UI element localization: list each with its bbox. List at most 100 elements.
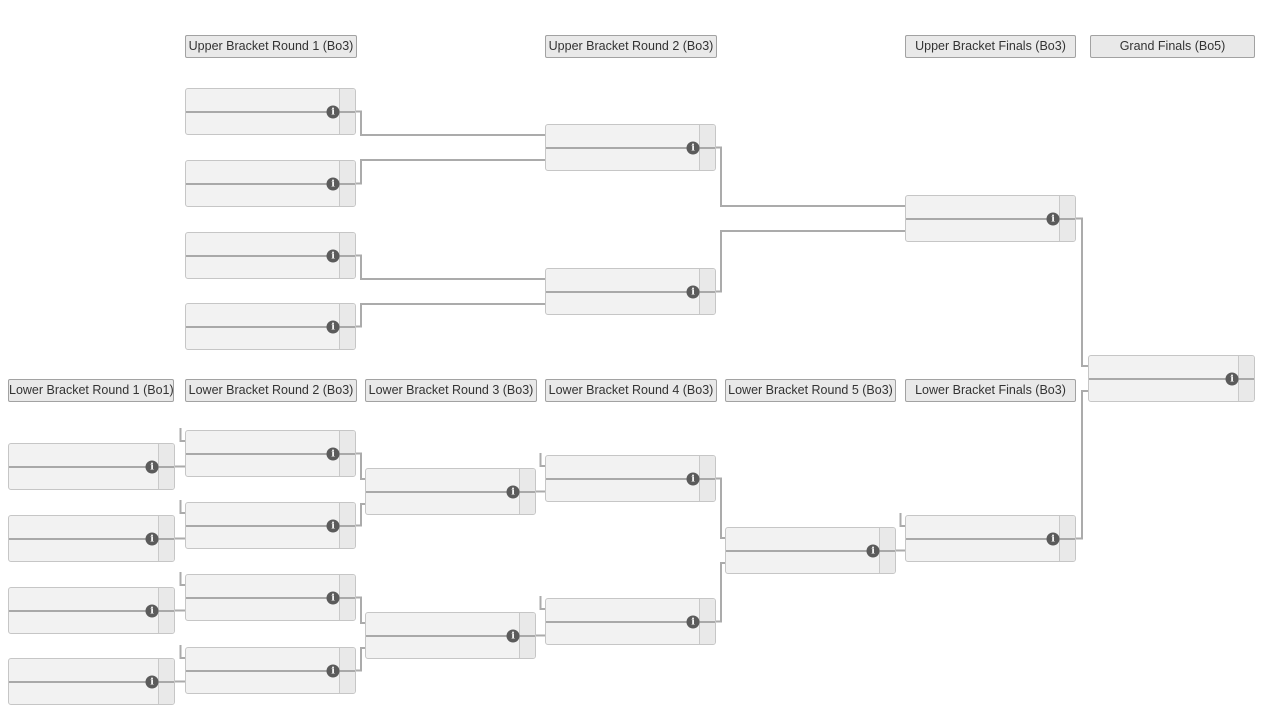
match-info-icon[interactable]: i (326, 320, 340, 333)
team-slot-bottom (546, 480, 699, 502)
team-slot-bottom (186, 672, 339, 694)
match-divider (546, 620, 715, 623)
match-lb-r4-m2: i (545, 598, 716, 645)
team-slot-top (186, 304, 339, 326)
match-info-icon[interactable]: i (326, 519, 340, 532)
connector-line (356, 452, 365, 480)
team-slot-bottom (9, 683, 158, 705)
match-divider (906, 217, 1075, 220)
match-info-icon[interactable]: i (326, 105, 340, 118)
match-info-icon[interactable]: i (1046, 532, 1060, 545)
header-upper-bracket-finals: Upper Bracket Finals (Bo3) (905, 35, 1076, 58)
match-info-icon[interactable]: i (145, 460, 159, 473)
team-slot-bottom (186, 527, 339, 549)
connector-line (356, 503, 365, 527)
match-info-icon[interactable]: i (506, 485, 520, 498)
connector-line (356, 303, 545, 328)
match-divider (9, 609, 174, 612)
match-lb-r2-m2: i (185, 502, 356, 549)
match-info-icon[interactable]: i (326, 249, 340, 262)
team-slot-top (186, 161, 339, 183)
match-divider (9, 537, 174, 540)
match-lb-r2-m1: i (185, 430, 356, 477)
connector-line (356, 110, 545, 136)
match-info-icon[interactable]: i (145, 532, 159, 545)
team-slot-bottom (186, 599, 339, 621)
team-slot-bottom (9, 612, 158, 634)
match-divider (186, 596, 355, 599)
match-info-icon[interactable]: i (1046, 212, 1060, 225)
team-slot-bottom (9, 468, 158, 490)
match-lb-r1-m4: i (8, 658, 175, 705)
team-slot-top (186, 89, 339, 111)
match-divider (1089, 377, 1254, 380)
team-slot-top (546, 269, 699, 291)
team-slot-bottom (366, 493, 519, 515)
team-slot-top (186, 233, 339, 255)
team-slot-top (9, 659, 158, 681)
team-slot-bottom (186, 113, 339, 135)
team-slot-top (9, 516, 158, 538)
header-lower-bracket-round-1: Lower Bracket Round 1 (Bo1) (8, 379, 174, 402)
match-info-icon[interactable]: i (145, 604, 159, 617)
connector-line (716, 146, 905, 207)
team-slot-bottom (186, 455, 339, 477)
match-divider (546, 146, 715, 149)
match-info-icon[interactable]: i (506, 629, 520, 642)
connector-line (356, 647, 365, 672)
match-divider (546, 290, 715, 293)
team-slot-top (906, 196, 1059, 218)
team-slot-top (366, 613, 519, 635)
team-slot-top (186, 575, 339, 597)
team-slot-top (1089, 356, 1238, 378)
match-lb-r1-m2: i (8, 515, 175, 562)
match-info-icon[interactable]: i (326, 664, 340, 677)
team-slot-bottom (546, 623, 699, 645)
match-info-icon[interactable]: i (145, 675, 159, 688)
team-slot-top (546, 125, 699, 147)
match-lb-r3-m1: i (365, 468, 536, 515)
match-ub-r2-m2: i (545, 268, 716, 315)
match-info-icon[interactable]: i (686, 472, 700, 485)
match-divider (186, 452, 355, 455)
match-info-icon[interactable]: i (326, 177, 340, 190)
match-divider (366, 490, 535, 493)
connector-line (356, 254, 545, 280)
team-slot-top (9, 444, 158, 466)
team-slot-bottom (726, 552, 879, 574)
match-divider (186, 182, 355, 185)
team-slot-bottom (186, 257, 339, 279)
match-info-icon[interactable]: i (1225, 372, 1239, 385)
header-lower-bracket-round-4: Lower Bracket Round 4 (Bo3) (545, 379, 717, 402)
match-info-icon[interactable]: i (686, 285, 700, 298)
match-ub-r1-m4: i (185, 303, 356, 350)
match-divider (906, 537, 1075, 540)
header-lower-bracket-round-5: Lower Bracket Round 5 (Bo3) (725, 379, 896, 402)
connector-line (356, 596, 365, 624)
match-lb-r1-m3: i (8, 587, 175, 634)
match-divider (546, 477, 715, 480)
team-slot-top (186, 503, 339, 525)
team-slot-bottom (1089, 380, 1238, 402)
match-lb-r2-m4: i (185, 647, 356, 694)
connector-line (356, 159, 545, 185)
match-ub-r2-m1: i (545, 124, 716, 171)
match-divider (9, 680, 174, 683)
team-slot-top (366, 469, 519, 491)
header-lower-bracket-round-3: Lower Bracket Round 3 (Bo3) (365, 379, 537, 402)
match-info-icon[interactable]: i (686, 615, 700, 628)
match-lb-finals: i (905, 515, 1076, 562)
team-slot-top (726, 528, 879, 550)
match-info-icon[interactable]: i (326, 447, 340, 460)
match-info-icon[interactable]: i (686, 141, 700, 154)
match-info-icon[interactable]: i (326, 591, 340, 604)
match-divider (186, 524, 355, 527)
team-slot-bottom (9, 540, 158, 562)
match-divider (9, 465, 174, 468)
match-lb-r5-m1: i (725, 527, 896, 574)
match-divider (366, 634, 535, 637)
team-slot-bottom (186, 185, 339, 207)
match-info-icon[interactable]: i (866, 544, 880, 557)
team-slot-top (546, 456, 699, 478)
